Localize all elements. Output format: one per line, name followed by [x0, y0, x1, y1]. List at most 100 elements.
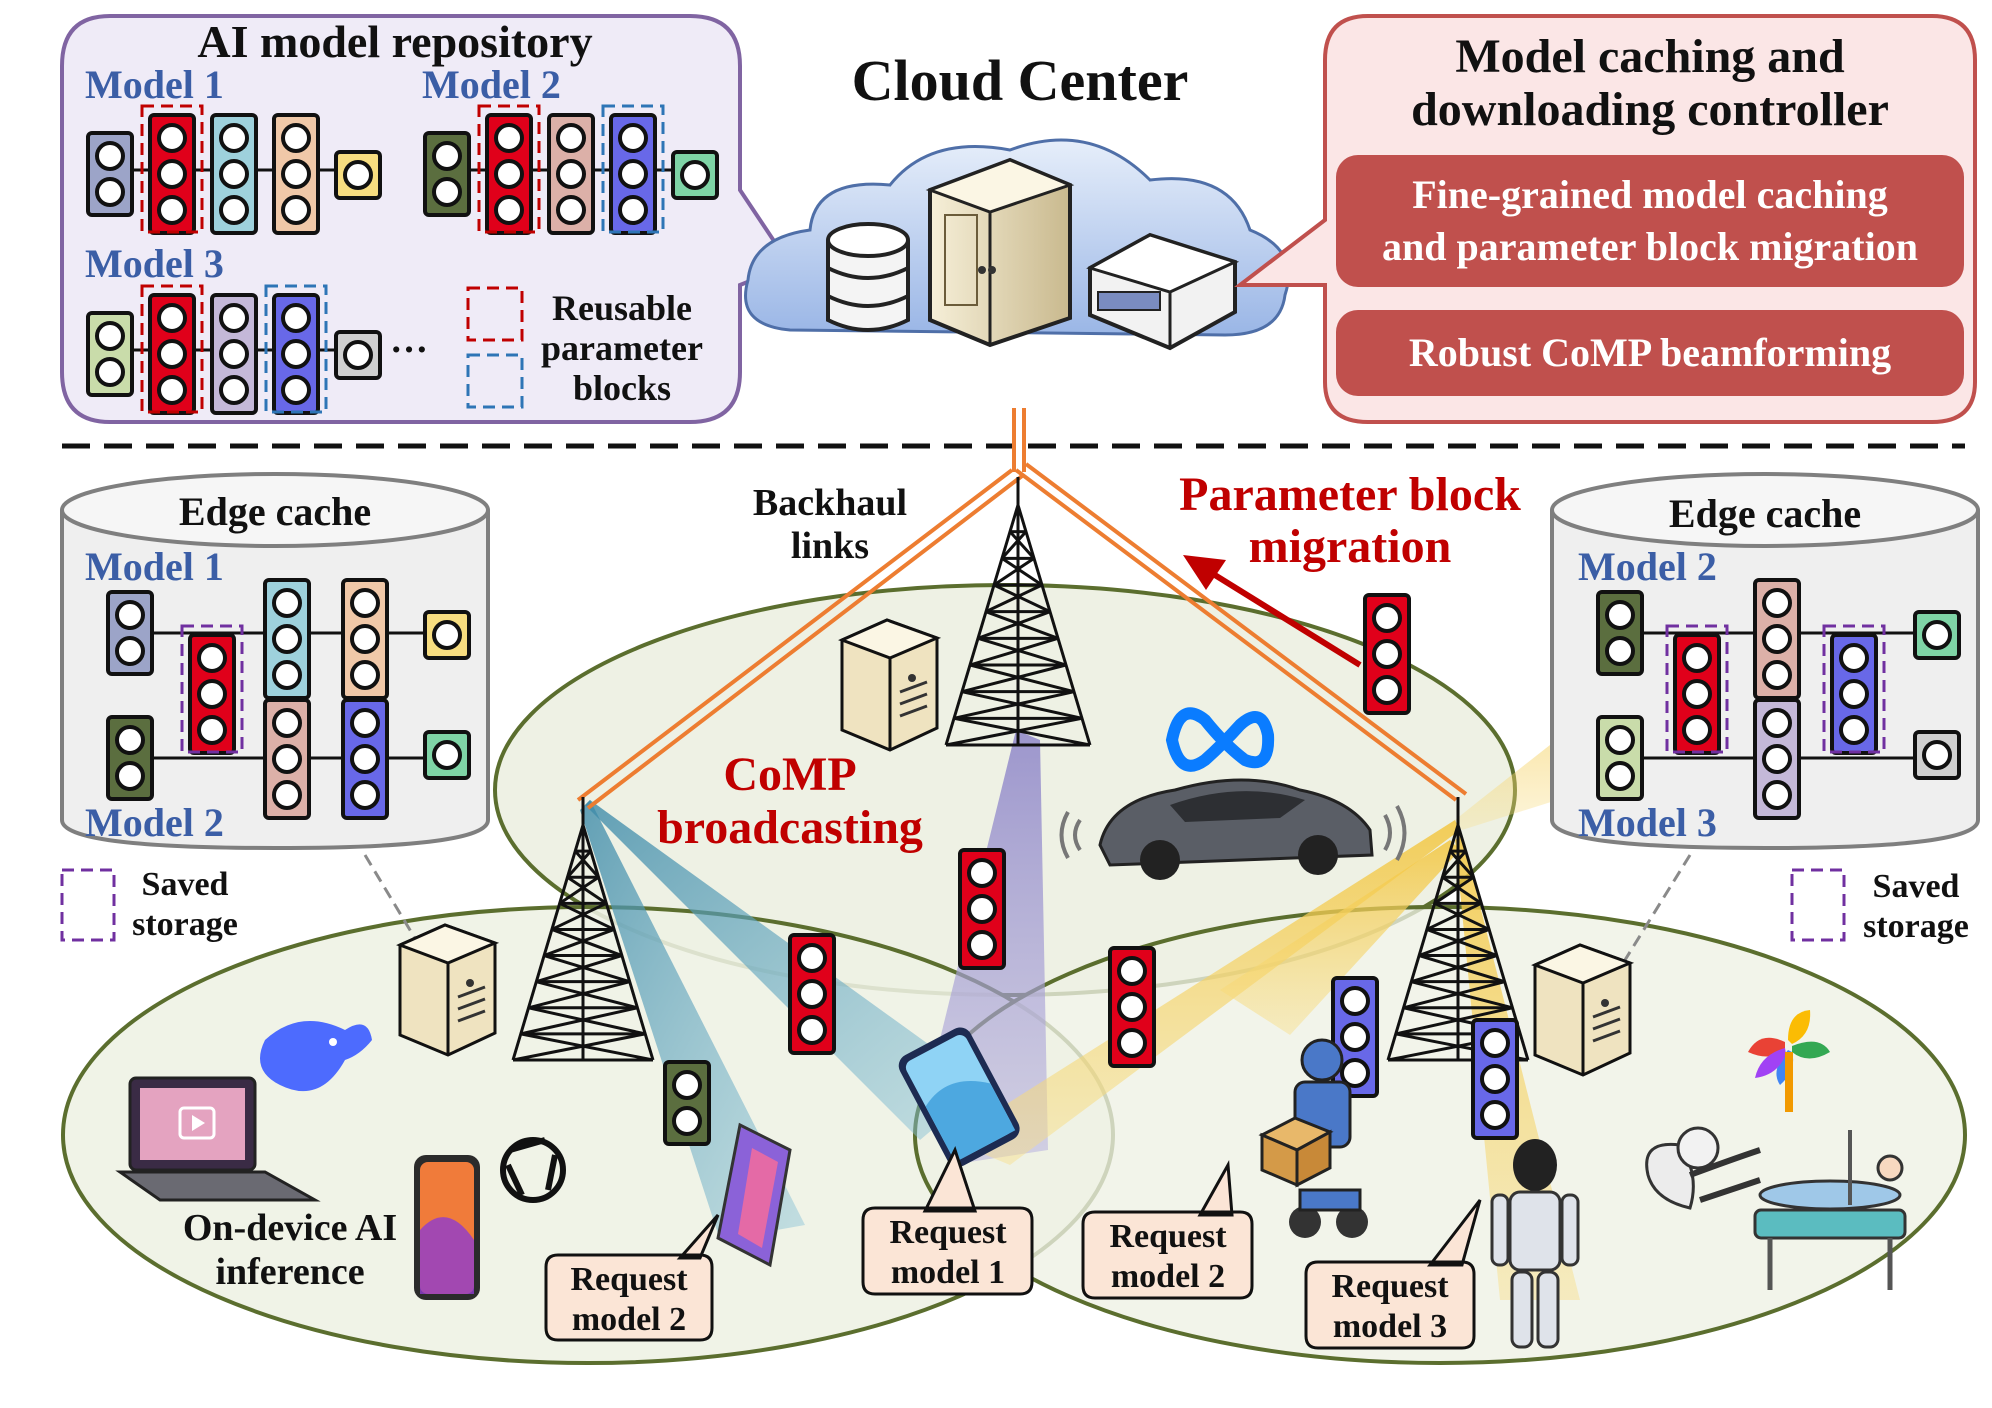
repository-model3-label: Model 3: [85, 241, 224, 286]
edge-left-model-top: Model 1: [85, 544, 224, 589]
smartphone-icon: [414, 1155, 480, 1300]
edge-right-shared-red-block: [1673, 633, 1721, 755]
edge-left-saved-line1: Saved: [142, 866, 229, 903]
model1-block-5: [334, 150, 382, 200]
edge-left-block-e: [263, 698, 311, 820]
model2-block-5: [671, 150, 719, 200]
backhaul-links: [576, 408, 1468, 810]
broadcast-block-right: [1108, 946, 1156, 1068]
repository-model1-label: Model 1: [85, 62, 224, 107]
edge-server-right: [1531, 943, 1635, 1077]
model1-block-1: [86, 131, 134, 217]
beam-right-yellow-2: [1220, 840, 1460, 1035]
broadcast-block-left: [788, 933, 836, 1055]
reusable-box-model2: [477, 104, 541, 234]
server-icon: [925, 157, 1075, 348]
cloud-center-title: Cloud Center: [852, 48, 1189, 113]
request-phone-icon: [898, 1027, 1020, 1167]
request-callout-4: Request model 3: [1304, 1199, 1482, 1350]
edge-left-block-b: [106, 715, 154, 801]
broadcast-block-blue-1: [1331, 976, 1379, 1098]
repository-parameter-blocks: [86, 104, 719, 415]
request-4-line1: Request: [1331, 1268, 1449, 1305]
edge-right-model-top: Model 2: [1578, 544, 1717, 589]
broadcast-block-green: [663, 1060, 711, 1146]
delivery-robot-icon: [1258, 1038, 1368, 1238]
gemini-flower-icon: [1748, 1010, 1830, 1112]
edge-left-block-d: [341, 578, 389, 700]
request-callout-3: Request model 2: [1081, 1159, 1254, 1300]
reusable-blue-box-model2: [601, 104, 665, 234]
fine-grained-caching-button[interactable]: [1336, 155, 1964, 287]
foldable-phone-icon: [716, 1122, 792, 1268]
reusable-legend-blue-box: [466, 353, 524, 409]
edge-right-block-a: [1596, 590, 1644, 676]
controller-title-line2: downloading controller: [1411, 83, 1889, 136]
edge-right-block-b: [1596, 715, 1644, 801]
request-1-line1: Request: [570, 1261, 688, 1298]
repository-ellipsis: …: [390, 319, 428, 361]
on-device-label-line2: inference: [215, 1251, 364, 1293]
model1-block-2: [148, 113, 196, 235]
model2-block-2: [485, 113, 533, 235]
edge-right-saved-line2: storage: [1863, 908, 1969, 945]
model2-block-3: [547, 113, 595, 235]
edge-right-block-e: [1913, 610, 1961, 660]
model1-block-3: [210, 113, 258, 235]
database-icon: [826, 222, 910, 332]
edge-left-block-c: [263, 578, 311, 700]
edge-right-block-f: [1913, 730, 1961, 780]
backhaul-label-line1: Backhaul: [753, 482, 907, 524]
request-3-line2: model 2: [1111, 1258, 1225, 1295]
edge-right-title: Edge cache: [1669, 491, 1861, 536]
model2-block-4: [609, 113, 657, 235]
controller-panel: Model caching and downloading controller…: [1234, 14, 1977, 424]
edge-right-model-bottom: Model 3: [1578, 800, 1717, 845]
edge-left-shared-block: [188, 633, 236, 755]
reusable-box-model1: [140, 104, 204, 234]
edge-left-title: Edge cache: [179, 489, 371, 534]
request-callout-2: Request model 1: [861, 1146, 1034, 1296]
backhaul-label-line2: links: [791, 525, 869, 567]
model3-block-5: [334, 330, 382, 380]
model1-block-4: [272, 113, 320, 235]
edge-left-block-f: [341, 698, 389, 820]
migration-label-line1: Parameter block: [1179, 468, 1521, 521]
model3-block-2: [148, 293, 196, 415]
request-1-line2: model 2: [572, 1301, 686, 1338]
robust-comp-beamforming-button[interactable]: [1336, 310, 1964, 396]
edge-left-block-g: [423, 610, 471, 660]
tower-right: [1386, 797, 1530, 1062]
edge-cache-parameter-blocks: [106, 578, 1961, 820]
migration-label-line2: migration: [1249, 520, 1452, 573]
controller-title-line1: Model caching and: [1455, 30, 1845, 83]
request-2-line1: Request: [889, 1214, 1007, 1251]
reusable-legend-line2: parameter: [541, 328, 703, 368]
model3-block-1: [86, 311, 134, 397]
edge-right-saved-box-1: [1665, 624, 1729, 754]
reusable-box-model3: [140, 284, 204, 414]
reusable-legend-line1: Reusable: [552, 288, 692, 328]
edge-right-block-d: [1753, 698, 1801, 820]
repository-model2-label: Model 2: [422, 62, 561, 107]
meta-icon: [1165, 707, 1275, 772]
edge-left-saved-box: [180, 624, 244, 754]
request-3-line1: Request: [1109, 1218, 1227, 1255]
beam-right-yellow-1: [950, 820, 1460, 1165]
edge-right-saved-box-2: [1822, 624, 1886, 754]
reusable-blue-box-model3: [264, 284, 328, 414]
humanoid-robot-icon: [1490, 1139, 1580, 1349]
reusable-legend-line3: blocks: [573, 368, 671, 408]
storage-box-icon: [1086, 232, 1240, 351]
transmitted-parameter-blocks: [663, 593, 1519, 1146]
tower-left: [511, 797, 655, 1062]
edge-left-saved-line2: storage: [132, 906, 238, 943]
saved-storage-legend-left: [60, 868, 116, 942]
medical-robot-icon: [1645, 1126, 1907, 1290]
edge-server-left: [396, 923, 500, 1057]
request-callout-1: Request model 2: [544, 1214, 720, 1342]
request-4-line2: model 3: [1333, 1308, 1447, 1345]
edge-servers: [396, 618, 1635, 1077]
openai-icon: [500, 1137, 566, 1203]
